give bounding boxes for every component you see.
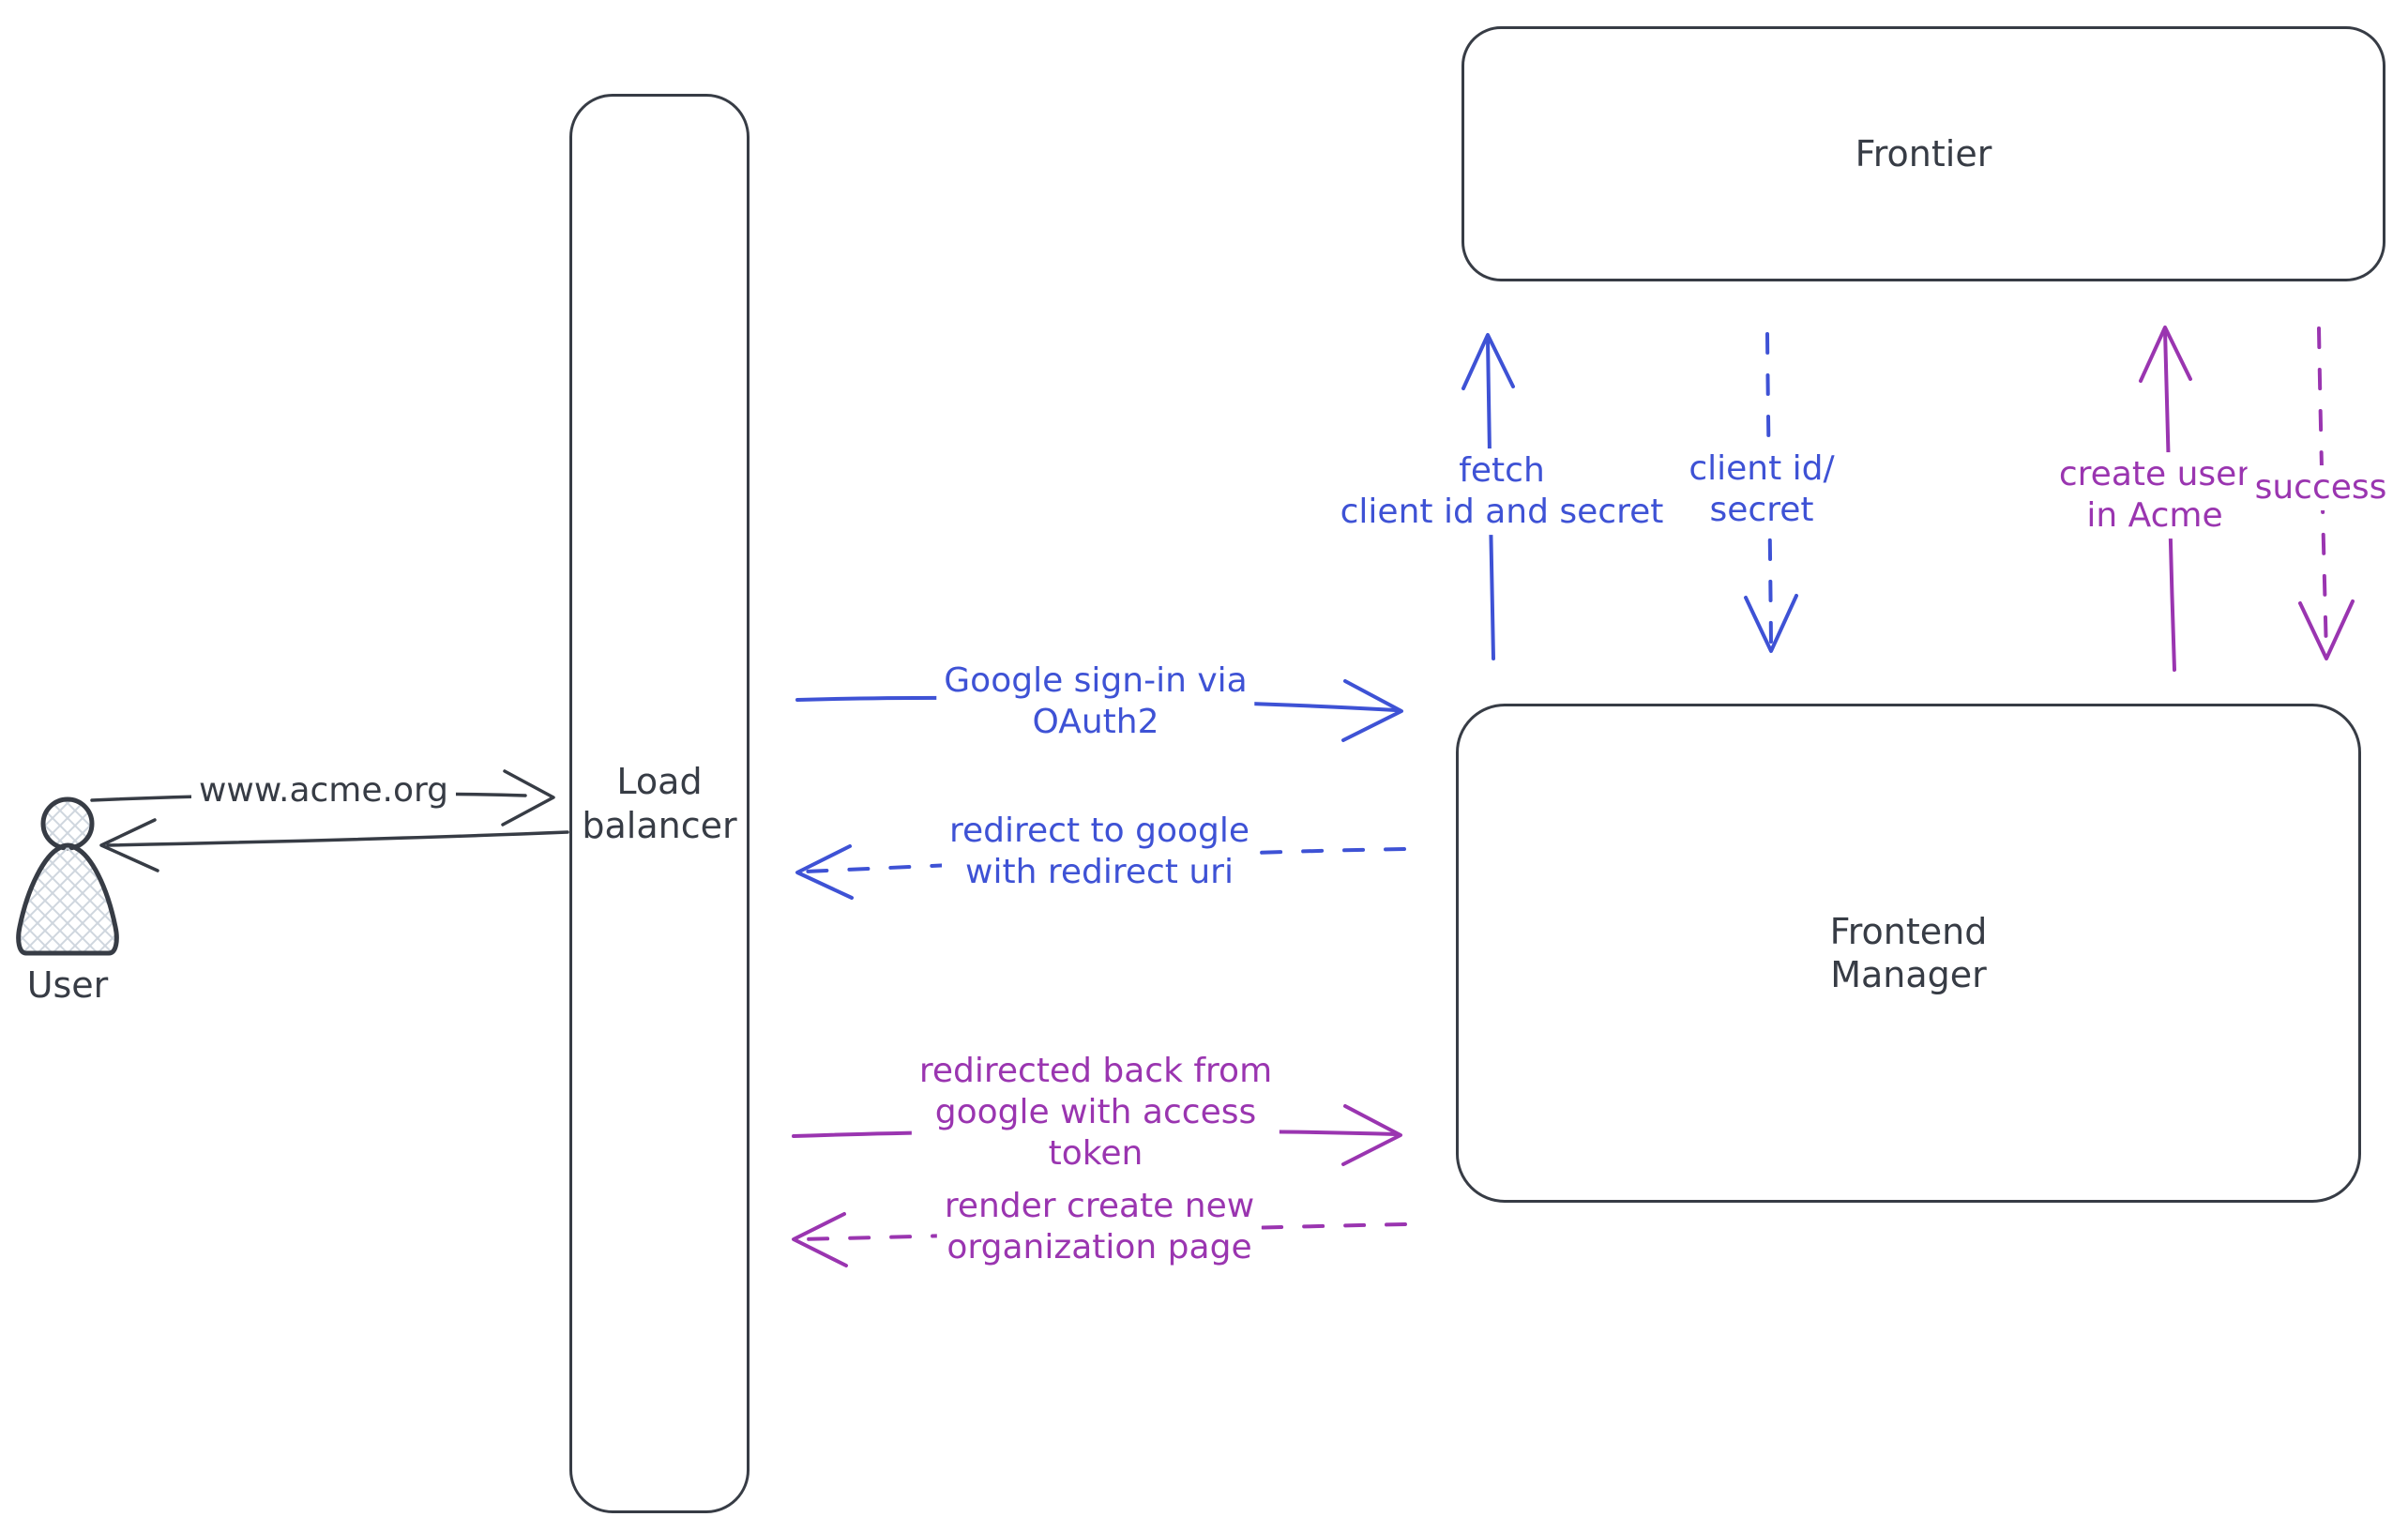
google-signin-label: Google sign-in via OAuth2 [936,659,1255,745]
user-figure-icon [16,796,119,956]
frontier-label: Frontier [1855,132,1992,174]
render-page-label: render create new organization page [936,1184,1263,1270]
node-load-balancer: Load balancer [569,94,750,1513]
fetch-secret-label: fetch client id and secret [1332,448,1672,535]
node-frontier: Frontier [1461,26,2385,281]
redirected-back-label: redirected back from google with access … [911,1049,1280,1176]
create-user-label: create user in Acme [2051,452,2259,538]
node-frontend-manager: Frontend Manager [1456,704,2361,1203]
user-label: User [26,964,109,1006]
lb-return-arrow [99,818,569,872]
load-balancer-label: Load balancer [582,761,737,846]
client-id-secret-label: client id/ secret [1681,447,1842,533]
redirect-google-label: redirect to google with redirect uri [941,809,1258,895]
frontend-manager-label: Frontend Manager [1829,910,1988,995]
success-label: success [2247,465,2395,510]
www-acme-label: www.acme.org [190,768,457,813]
